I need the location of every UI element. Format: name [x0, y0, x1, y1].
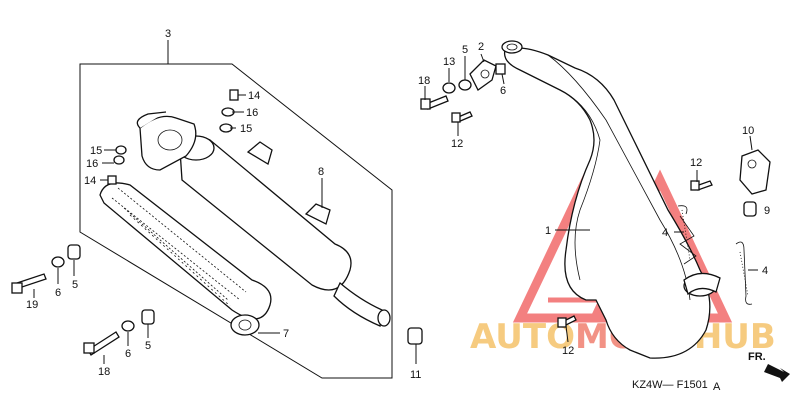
bolt-12-right — [690, 180, 713, 191]
label-5b: 5 — [145, 340, 151, 352]
label-8: 8 — [318, 166, 324, 178]
leader-2 — [480, 53, 485, 63]
bolt-19 — [11, 273, 47, 294]
bolt-12-lower — [557, 315, 577, 328]
label-13: 13 — [443, 56, 455, 68]
leader-12c — [565, 325, 569, 343]
washer-15-small — [115, 145, 127, 155]
flange-2 — [469, 59, 497, 91]
label-7: 7 — [283, 328, 289, 340]
front-direction-arrow — [764, 364, 790, 382]
label-3: 3 — [165, 28, 171, 40]
muffler-group-boundary — [79, 60, 393, 379]
label-12c: 12 — [562, 345, 574, 357]
spring-4-right — [735, 241, 753, 305]
label-1: 1 — [545, 225, 551, 237]
label-16a: 16 — [86, 158, 98, 170]
grommet-9 — [743, 201, 757, 217]
label-5c: 5 — [462, 44, 468, 56]
washer-6-left — [51, 256, 65, 268]
label-12b: 12 — [690, 157, 702, 169]
washer-6-lower — [121, 320, 135, 332]
diagram-code-suffix: A — [713, 381, 721, 393]
label-15b: 15 — [240, 123, 252, 135]
collar-5-right — [458, 79, 472, 91]
nut-6-right — [495, 63, 506, 75]
grommet-11 — [407, 327, 423, 345]
label-10: 10 — [742, 125, 754, 137]
bolt-18-right — [420, 95, 449, 110]
label-14b: 14 — [248, 90, 260, 102]
label-11: 11 — [410, 369, 421, 381]
leader-6c — [501, 73, 505, 85]
leader-10 — [749, 135, 753, 151]
inlet-flange — [136, 111, 197, 171]
label-6b: 6 — [125, 348, 131, 360]
grommet-5-lower — [141, 309, 155, 325]
washer-16-small — [113, 155, 125, 165]
label-12a: 12 — [451, 138, 463, 150]
bolt-12-top — [451, 111, 473, 123]
direction-label: FR. — [748, 351, 766, 363]
diagram-code: KZ4W— F1501 — [632, 379, 708, 391]
label-6c: 6 — [500, 85, 506, 97]
label-18a: 18 — [98, 366, 110, 378]
label-6a: 6 — [55, 287, 61, 299]
bolt-18-left — [83, 331, 120, 356]
label-4a: 4 — [662, 227, 668, 239]
label-14a: 14 — [84, 175, 96, 187]
washer-13 — [442, 82, 456, 94]
label-18b: 18 — [418, 75, 430, 87]
silencer-body — [99, 182, 272, 336]
label-19: 19 — [26, 299, 38, 311]
label-15a: 15 — [90, 145, 102, 157]
spring-4-left — [677, 205, 697, 265]
muffler-core — [177, 135, 391, 327]
label-5a: 5 — [72, 279, 78, 291]
label-4b: 4 — [762, 265, 768, 277]
label-16b: 16 — [246, 107, 258, 119]
label-2: 2 — [478, 41, 484, 53]
bracket-10 — [739, 149, 771, 195]
bolt-14-small — [107, 175, 117, 185]
label-9: 9 — [764, 205, 770, 217]
bolt-14-top — [229, 89, 239, 101]
grommet-5-left — [67, 244, 81, 260]
exhaust-pipe — [501, 40, 721, 359]
